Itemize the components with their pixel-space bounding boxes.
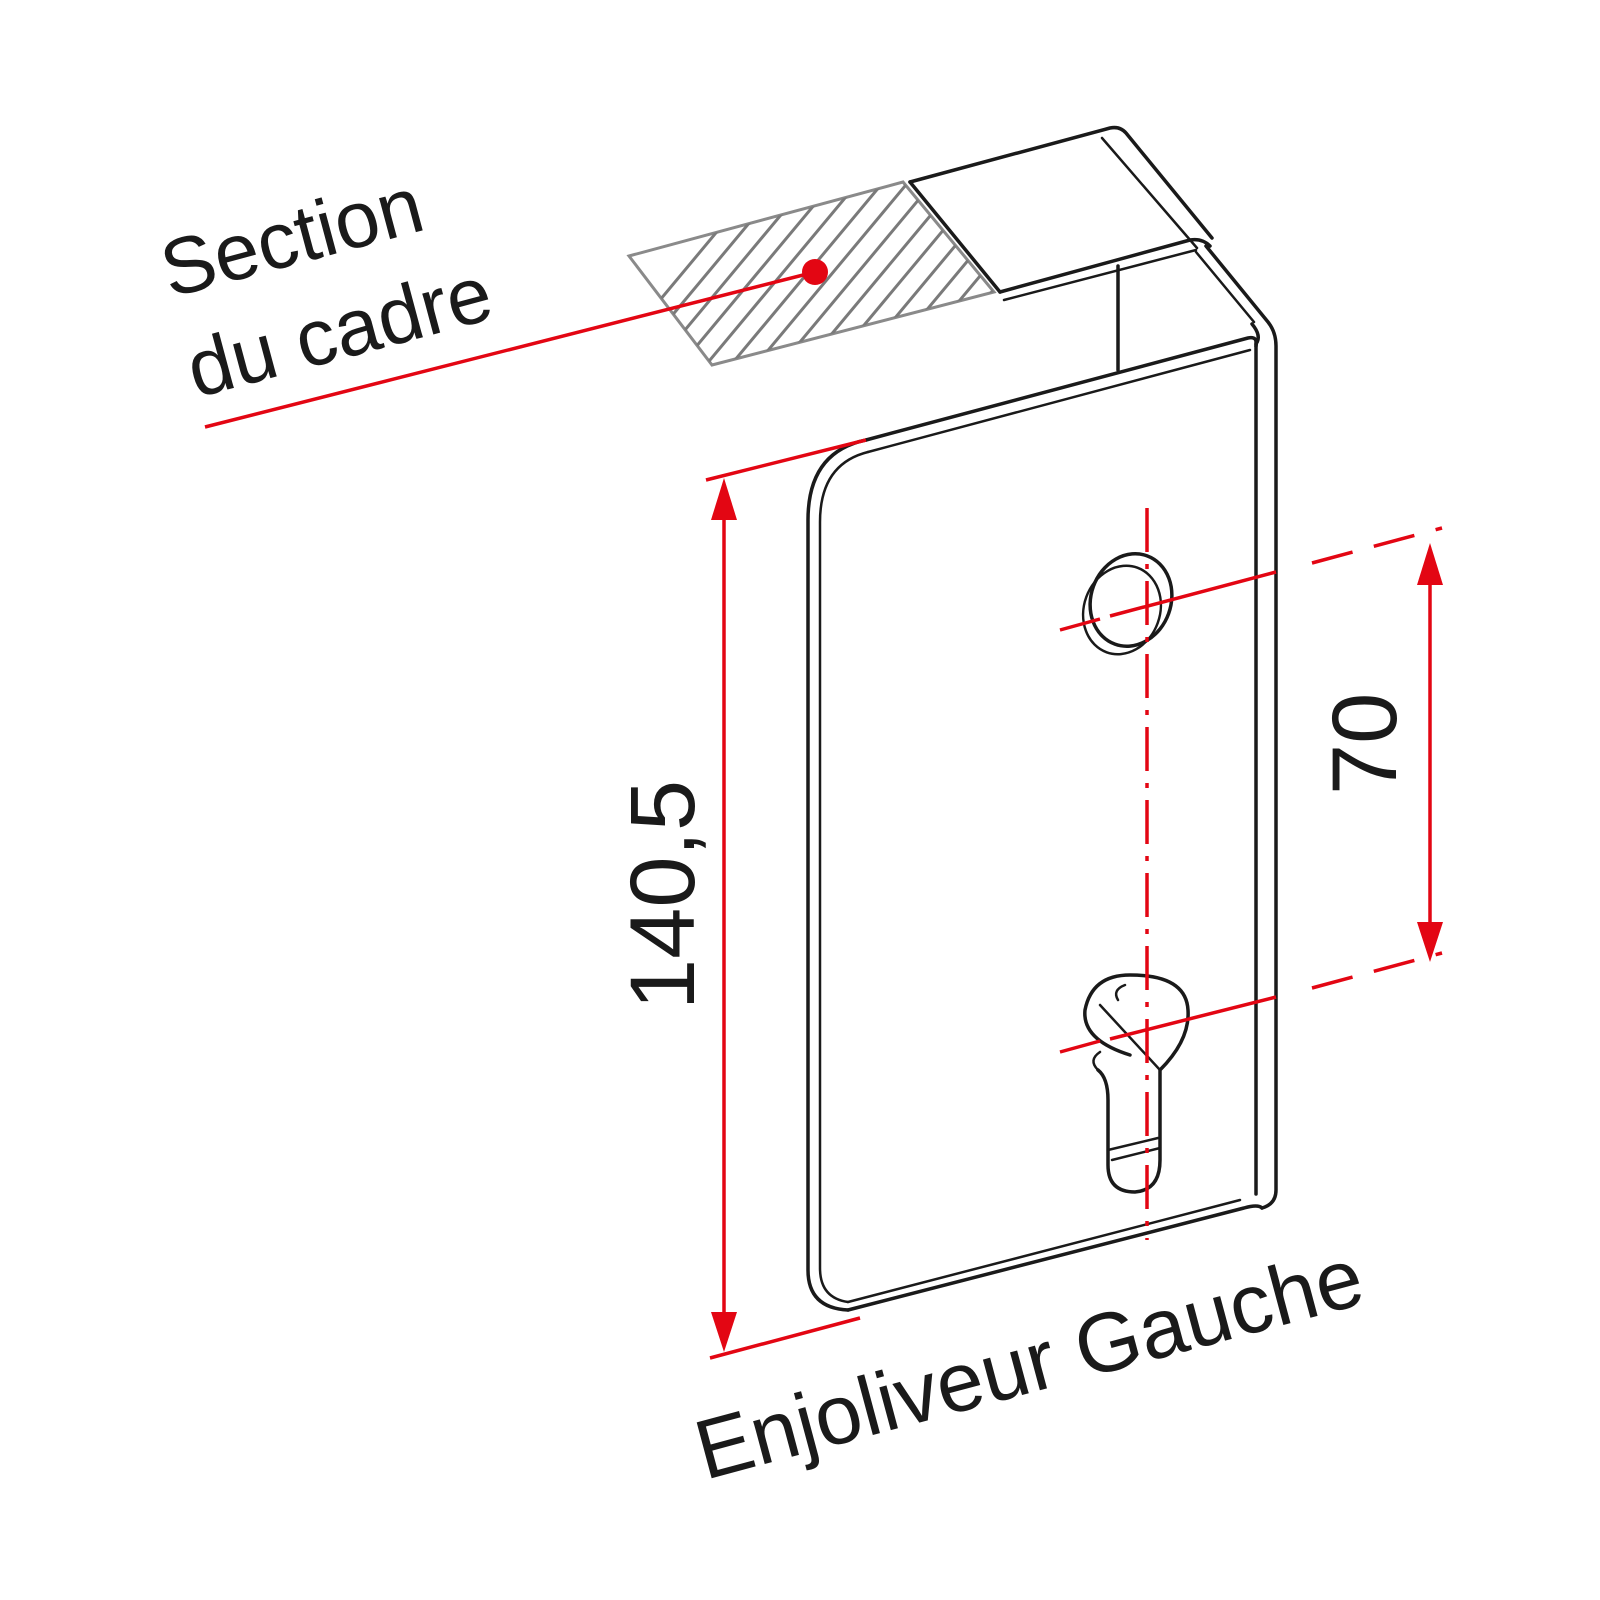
top-flange — [908, 125, 1214, 372]
lower-extension-dashed — [1311, 951, 1443, 990]
upper-round-hole — [1081, 552, 1174, 656]
height-arrow-top — [711, 478, 737, 520]
upper-axis-left — [1059, 617, 1101, 632]
height-extension-bottom — [709, 1316, 861, 1360]
part-name-label: Enjoliveur Gauche — [685, 1229, 1372, 1497]
lower-axis-right — [1109, 995, 1277, 1041]
section-leader-dot — [802, 259, 828, 285]
spacing-dimension-value: 70 — [1314, 693, 1416, 795]
height-arrow-bottom — [711, 1312, 737, 1352]
spacing-arrow-top — [1417, 543, 1443, 585]
height-extension-top — [705, 438, 867, 482]
lower-axis-left — [1059, 1039, 1101, 1054]
front-plate — [806, 335, 1264, 1312]
dimension-lines — [204, 259, 1443, 1360]
cylinder-hole — [1083, 973, 1190, 1194]
spacing-arrow-bottom — [1417, 922, 1443, 962]
upper-axis-right — [1109, 570, 1277, 618]
section-leader-line — [204, 270, 816, 429]
upper-extension-dashed — [1311, 526, 1443, 565]
height-dimension-value: 140,5 — [612, 780, 714, 1010]
side-fold — [1194, 244, 1278, 1210]
